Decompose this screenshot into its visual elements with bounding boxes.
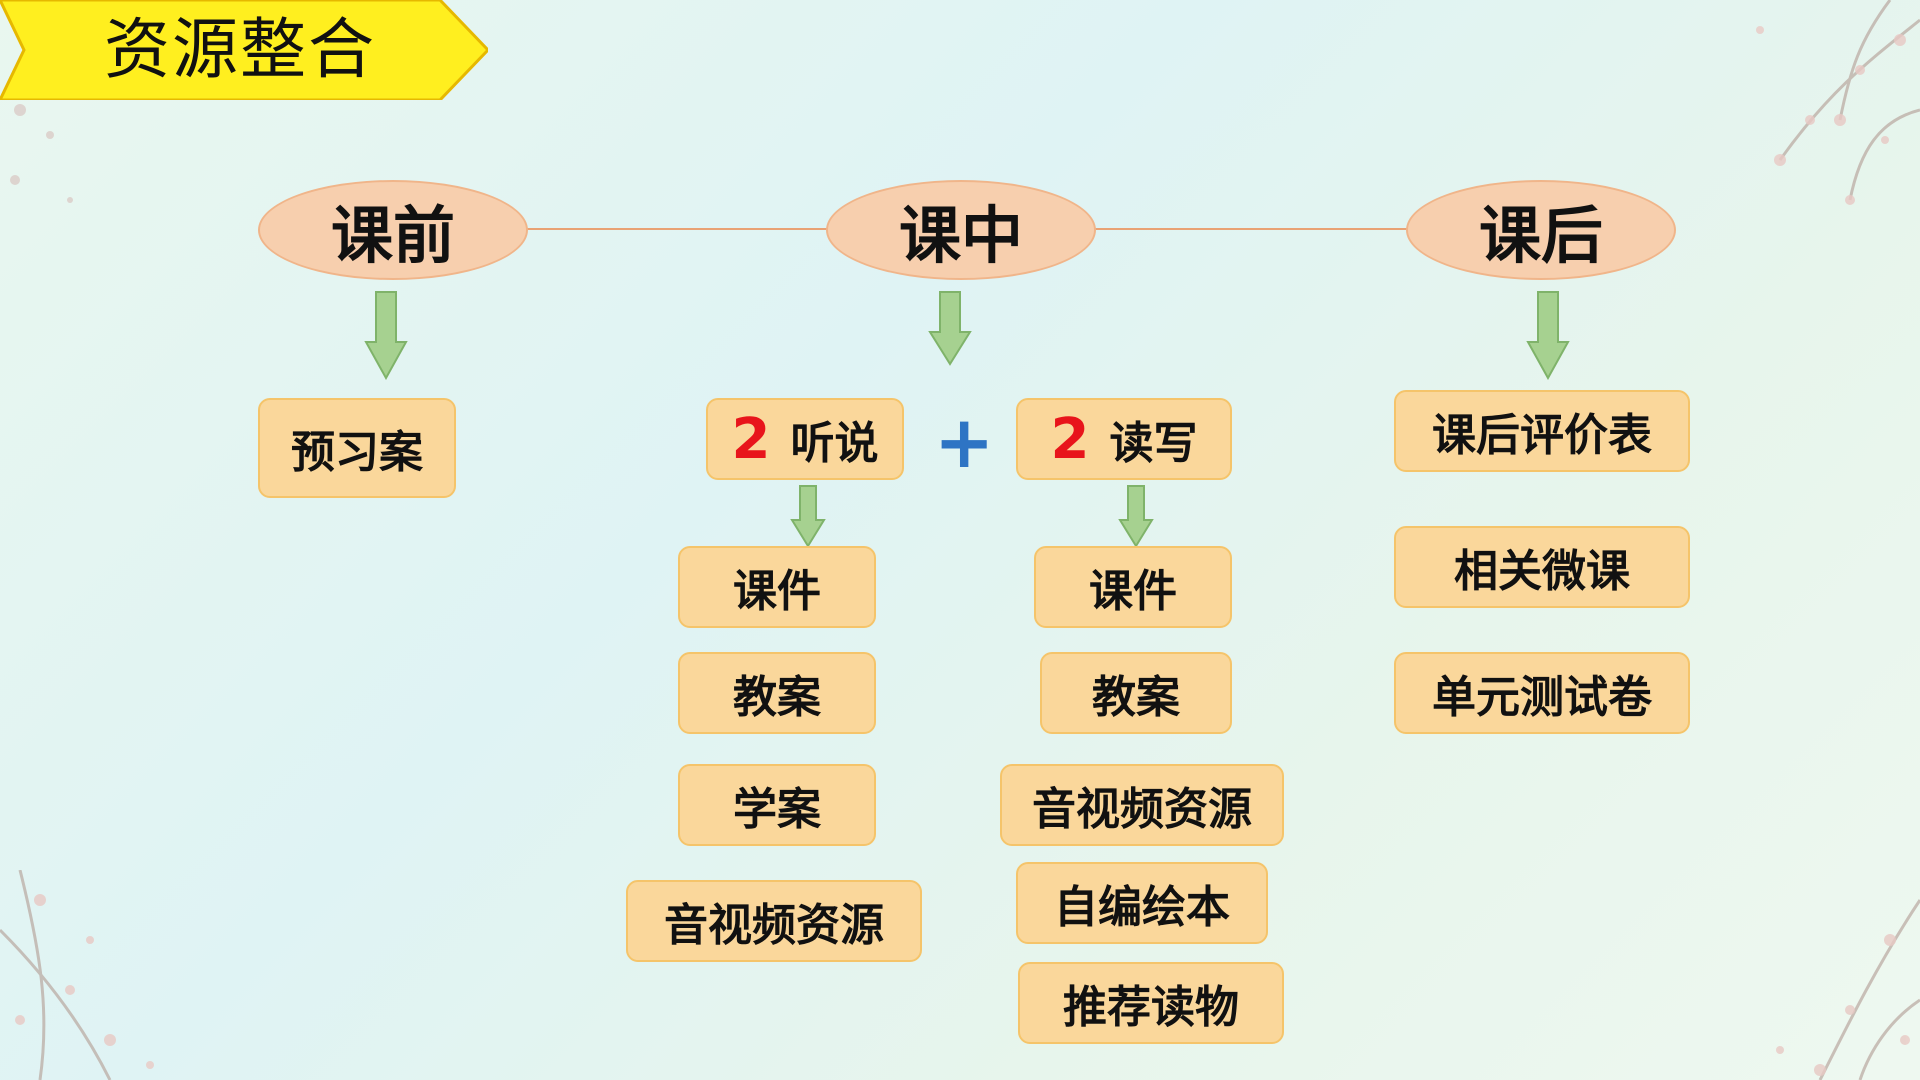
down-arrow-icon [1118,485,1154,548]
track-label: 读写 [1109,418,1198,469]
corner-flowers-bottom-right-decoration [1776,899,1920,1080]
before-item-preview: 预习案 [258,398,456,498]
reading-item-recommended-reading: 推荐读物 [1018,962,1284,1044]
reading-item-picture-book: 自编绘本 [1016,862,1268,944]
listening-item-study-plan: 学案 [678,764,876,846]
listening-item-lesson-plan: 教案 [678,652,876,734]
track-count: 2 [1050,406,1090,472]
down-arrow-icon [928,291,972,366]
connector-line-left [526,228,830,230]
after-item-micro-lessons: 相关微课 [1394,526,1690,608]
plus-icon: + [934,400,995,484]
phase-after: 课后 [1406,180,1676,280]
down-arrow-icon [790,485,826,548]
reading-item-lesson-plan: 教案 [1040,652,1232,734]
connector-line-right [1092,228,1410,230]
after-item-unit-test: 单元测试卷 [1394,652,1690,734]
page-title: 资源整合 [104,11,376,88]
down-arrow-icon [364,291,408,380]
title-banner [0,0,488,100]
corner-flowers-bottom-left-decoration [0,870,154,1080]
corner-flowers-top-right-decoration [1756,0,1920,205]
after-item-evaluation-form: 课后评价表 [1394,390,1690,472]
corner-flowers-top-left-decoration [10,104,73,203]
track-count: 2 [731,406,771,472]
phase-during: 课中 [826,180,1096,280]
track-listening-speaking: 2 听说 [706,398,904,480]
track-label: 听说 [790,418,879,469]
phase-before: 课前 [258,180,528,280]
listening-item-av-resources: 音视频资源 [626,880,922,962]
listening-item-courseware: 课件 [678,546,876,628]
down-arrow-icon [1526,291,1570,380]
reading-item-courseware: 课件 [1034,546,1232,628]
reading-item-av-resources: 音视频资源 [1000,764,1284,846]
track-reading-writing: 2 读写 [1016,398,1232,480]
